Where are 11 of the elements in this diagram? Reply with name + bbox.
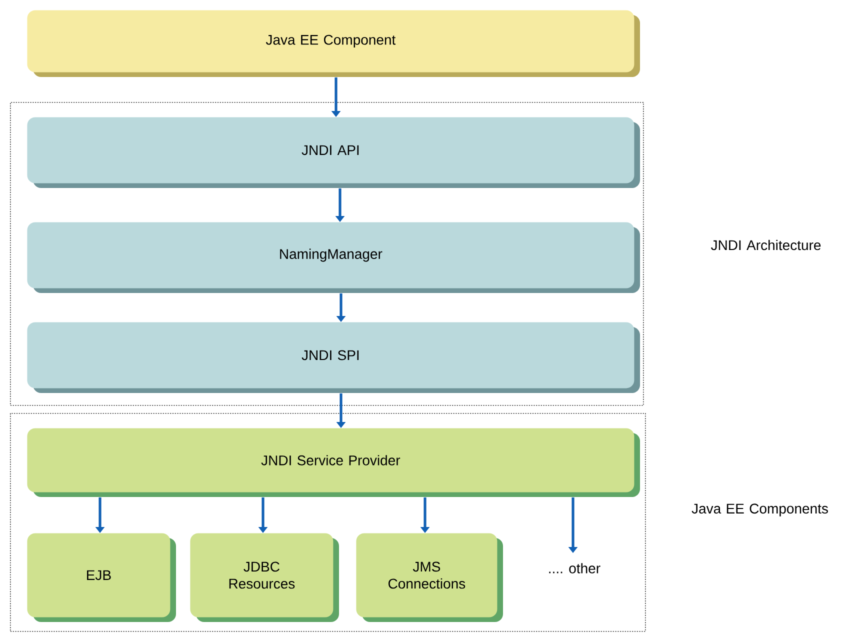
component-box: Java EE Component <box>27 10 640 77</box>
provider-box: JDBC Resources <box>190 533 339 622</box>
group-heading: JNDI Architecture <box>711 240 821 250</box>
group-heading: Java EE Components <box>692 504 828 516</box>
provider-box: EJB <box>27 533 176 622</box>
provider-box: JNDI Service Provider <box>27 428 640 497</box>
layer-box: NamingManager <box>27 222 640 293</box>
provider-box: JMS Connections <box>356 533 503 622</box>
layer-box: JNDI API <box>27 117 640 188</box>
layer-box: JNDI SPI <box>27 322 640 393</box>
item-label: .... other <box>549 563 600 574</box>
